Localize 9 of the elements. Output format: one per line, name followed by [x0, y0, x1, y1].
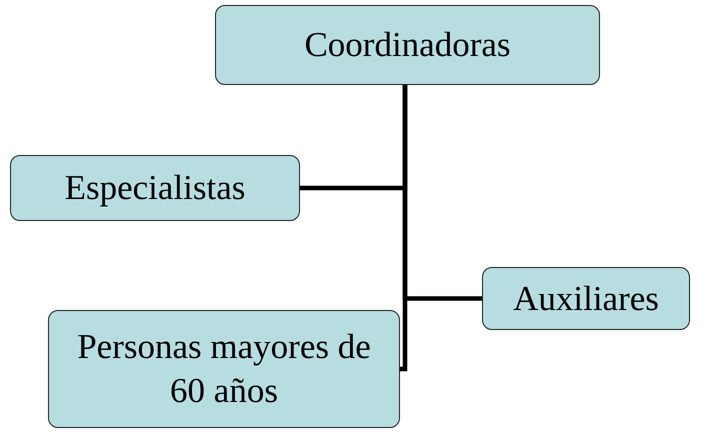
- org-box: [48, 310, 400, 428]
- org-box: [482, 267, 690, 330]
- org-box: [10, 155, 300, 221]
- connector-line: [400, 85, 408, 372]
- box-label: Auxiliares: [513, 278, 659, 320]
- box-label: Personas mayores de 60 años: [76, 326, 372, 412]
- box-label: Coordinadoras: [304, 24, 511, 66]
- org-box: [215, 5, 600, 85]
- box-label: Especialistas: [64, 167, 246, 210]
